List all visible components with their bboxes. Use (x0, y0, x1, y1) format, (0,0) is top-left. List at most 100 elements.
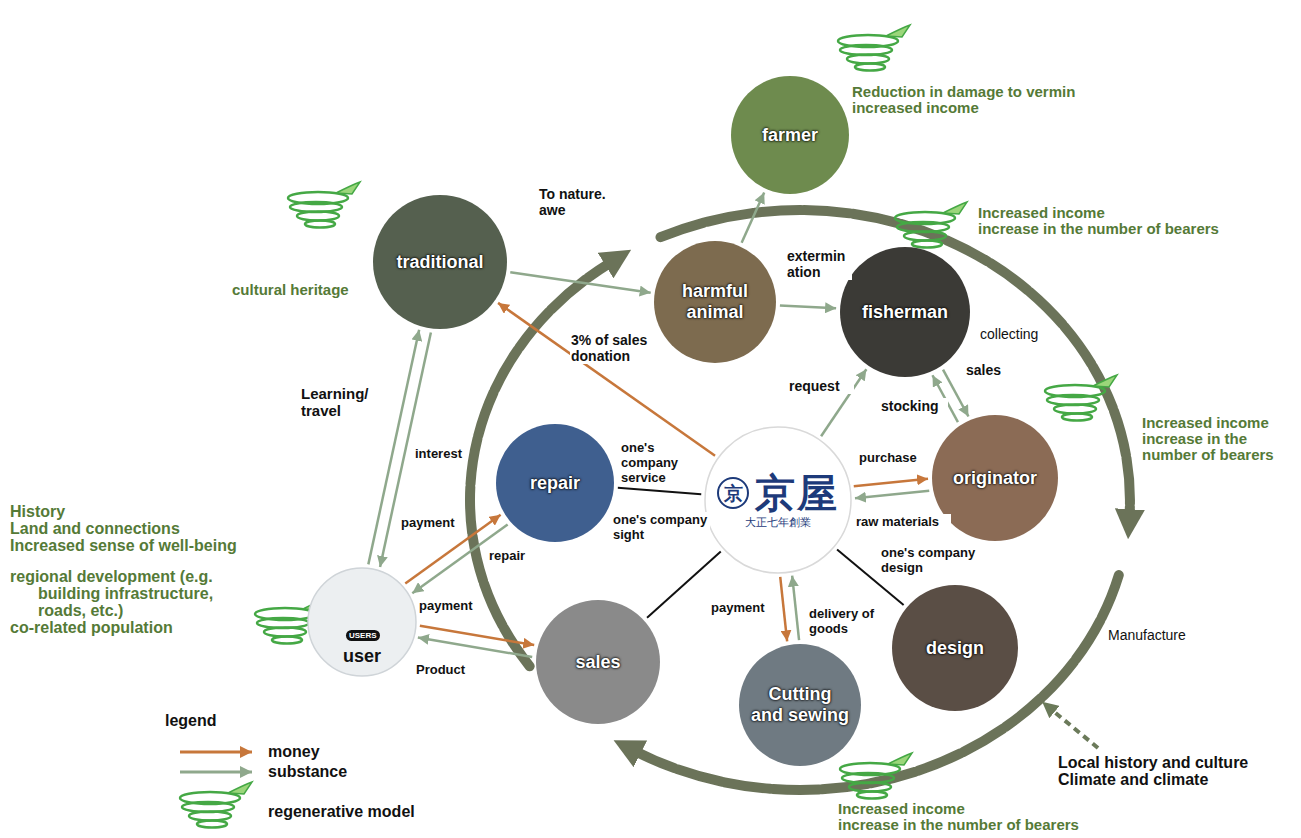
influence-arrow (1052, 710, 1098, 748)
circle-fill (731, 76, 849, 194)
sewing-circle: Cutting and sewing (738, 643, 862, 767)
legend-money-arrow (180, 751, 252, 754)
regenerative-icon (288, 182, 360, 228)
benefit-note: regional development (e.g. (10, 568, 213, 585)
substance-flow-arrow (412, 525, 507, 594)
circle-fill (739, 644, 861, 766)
flow-label: purchase (858, 450, 930, 465)
benefit-note: number of bearers (1142, 447, 1274, 463)
legend-substance-arrow (180, 771, 252, 774)
circle-fill (705, 427, 851, 573)
node-text-group: repair (530, 473, 580, 494)
substance-flow-arrow (380, 332, 431, 567)
logo-mark: 京 (717, 477, 749, 509)
legend-text: substance (268, 763, 347, 781)
money-flow-arrow (780, 577, 787, 641)
regenerative-icon (840, 753, 912, 799)
circle-fill (840, 247, 970, 377)
benefit-note: co-related population (10, 619, 173, 636)
substance-flow-arrow (943, 370, 968, 417)
benefit-note: building infrastructure, (38, 585, 213, 602)
benefit-note: Increased sense of well-being (10, 537, 237, 554)
company-logo-circle: 京京屋大正七年創業 (704, 426, 852, 574)
flow-label: stocking (880, 398, 948, 414)
benefit-note: History (10, 503, 65, 520)
node-label: user (343, 646, 381, 667)
substance-flow-arrow (368, 330, 419, 565)
hunter-circle: fisherman (839, 246, 971, 378)
node-label: sales (575, 652, 620, 673)
flow-label: Product (415, 662, 471, 677)
regenerative-icon (1045, 375, 1117, 421)
substance-flow-arrow (742, 192, 765, 242)
money-flow-arrow (420, 626, 534, 645)
flow-label: payment (418, 598, 478, 613)
benefit-note: increase in the (1142, 431, 1247, 447)
node-label: Cutting and sewing (751, 684, 850, 726)
substance-flow-arrow (510, 272, 650, 292)
node-label: harmful animal (666, 281, 765, 323)
node-label: farmer (762, 125, 818, 146)
money-flow-arrow (405, 515, 500, 584)
circle-fill (932, 415, 1058, 541)
money-flow-arrow (854, 479, 928, 487)
substance-flow-arrow (821, 369, 866, 436)
substance-flow-arrow (780, 305, 836, 308)
benefit-note: Reduction in damage to vermin (852, 84, 1075, 100)
substance-flow-arrow (855, 491, 929, 499)
flow-label: one's company service (620, 440, 686, 485)
company-link-line (837, 549, 904, 605)
benefit-note: increased income (852, 100, 979, 116)
context-note: Climate and climate (1058, 771, 1208, 788)
circle-fill (308, 568, 416, 676)
flow-label: request (788, 378, 854, 394)
benefit-note: Increased income (1142, 415, 1269, 431)
cycle-arc (635, 575, 1119, 790)
legend-entry: money (268, 743, 320, 761)
legend-heading: legend (165, 712, 217, 729)
flow-label: 3% of sales donation (570, 332, 660, 364)
animal-circle: harmful animal (653, 240, 777, 364)
node-label: traditional (396, 252, 483, 273)
flow-label: payment (400, 515, 460, 530)
regenerative-cycle (470, 210, 1130, 790)
node-text-group: harmful animal (666, 281, 765, 323)
node-label: fisherman (862, 302, 948, 323)
regenerative-icon (838, 25, 910, 71)
flow-label: repair (488, 548, 532, 563)
flow-label: payment (710, 600, 770, 615)
cycle-phase-label: Manufacture (1108, 628, 1186, 643)
node-text-group: fisherman (862, 302, 948, 323)
node-text-group: user (343, 646, 381, 667)
legend-regenerative-icon (180, 782, 252, 828)
circle-fill (536, 600, 660, 724)
benefit-note: roads, etc.) (38, 602, 123, 619)
circle-fill (654, 241, 776, 363)
farmer-circle: farmer (730, 75, 850, 195)
flow-label: extermin ation (786, 248, 852, 280)
originator-circle: originator (931, 414, 1059, 542)
regenerative-icon (895, 202, 967, 248)
circle-fill (496, 424, 614, 542)
legend-entry: substance (268, 763, 347, 781)
flow-label: Learning/ travel (300, 385, 380, 419)
flow-label: raw materials (855, 514, 951, 529)
flow-label: delivery of goods (808, 606, 886, 636)
sales-circle: sales (535, 599, 661, 725)
flow-label: To nature. awe (538, 186, 626, 218)
node-label: design (926, 638, 984, 659)
circle-fill (892, 585, 1018, 711)
company-link-line (618, 488, 701, 494)
founding-note: 大正七年創業 (745, 516, 811, 530)
repair-circle: repair (495, 423, 615, 543)
tradition-circle: traditional (372, 194, 508, 330)
benefit-note: increase in the number of bearers (838, 817, 1079, 833)
benefit-note: increase in the number of bearers (978, 221, 1219, 237)
node-label: originator (953, 468, 1037, 489)
node-label: repair (530, 473, 580, 494)
